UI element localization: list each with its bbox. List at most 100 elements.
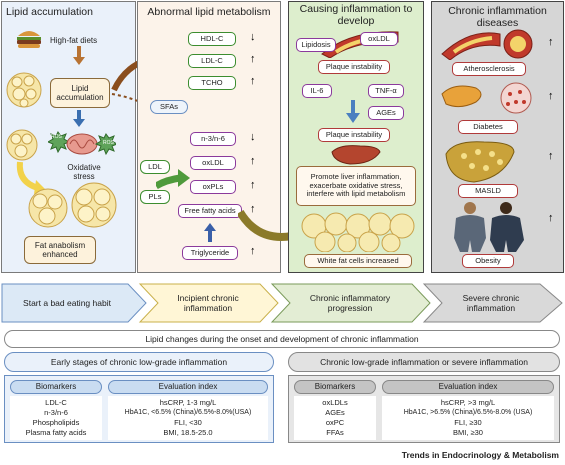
early-biomarkers-header: Biomarkers bbox=[35, 382, 77, 391]
up-arrow-icon: ↑ bbox=[548, 90, 554, 102]
stage-caption: Lipid changes during the onset and devel… bbox=[145, 334, 419, 344]
diabetes-box: Diabetes bbox=[458, 120, 518, 134]
down-arrow-icon bbox=[73, 110, 85, 127]
up-arrow-icon: ↑ bbox=[548, 150, 554, 162]
fat-cells-icon bbox=[28, 188, 68, 228]
sfas-box: SFAs bbox=[150, 100, 188, 114]
ros-label: ROS bbox=[51, 134, 62, 140]
triglyceride-box: Triglyceride bbox=[182, 246, 238, 260]
fat-cells-icon bbox=[6, 129, 38, 161]
ldl-box: LDL bbox=[140, 160, 170, 174]
severe-stage-title: Chronic low-grade inflammation or severe… bbox=[320, 357, 528, 367]
severe-index-item: FLI, ≥30 bbox=[454, 418, 482, 427]
lipidosis-box: Lipidosis bbox=[296, 38, 336, 52]
down-arrow-icon bbox=[73, 46, 85, 65]
stage-caption-box bbox=[4, 330, 560, 348]
stage-bar bbox=[1, 283, 563, 323]
panel-title-lipid-accumulation: Lipid accumulation bbox=[6, 6, 93, 18]
early-index-item: HbA1C, <6.5% (China)/6.5%-8.0%(USA) bbox=[124, 409, 252, 416]
ages-box: AGEs bbox=[368, 106, 404, 120]
up-arrow-icon bbox=[204, 223, 216, 242]
severe-index-item: BMI, ≥30 bbox=[453, 428, 483, 437]
panel-title-causing-inflammation: Causing inflammation to develop bbox=[299, 3, 413, 27]
masld-box: MASLD bbox=[458, 184, 518, 198]
liver-icon bbox=[331, 145, 381, 165]
plaque-instability-box: Plaque instability bbox=[318, 128, 390, 142]
severe-biomarker-item: oxPC bbox=[325, 418, 345, 427]
pls-box: PLs bbox=[140, 190, 170, 204]
early-index-header-box bbox=[108, 380, 268, 394]
panel-title-abnormal-lipid-metabolism: Abnormal lipid metabolism bbox=[147, 6, 271, 18]
severe-index-header: Evaluation index bbox=[438, 382, 498, 391]
severe-index-cell bbox=[382, 396, 554, 440]
atherosclerosis-icon bbox=[441, 29, 533, 60]
ros-label: ROS bbox=[103, 140, 114, 146]
plaque-instability-box: Plaque instability bbox=[318, 60, 390, 74]
tnf-alpha-box: TNF-α bbox=[368, 84, 404, 98]
down-arrow-icon bbox=[346, 100, 360, 123]
diabetes-icon bbox=[441, 82, 532, 114]
severe-biomarker-item: AGEs bbox=[325, 408, 345, 417]
early-index-header: Evaluation index bbox=[158, 382, 218, 391]
oxldl-box: oxLDL bbox=[360, 32, 398, 46]
early-biomarkers-header-box bbox=[10, 380, 102, 394]
down-arrow-icon: ↓ bbox=[250, 131, 256, 143]
il-6-box: IL-6 bbox=[302, 84, 332, 98]
severe-stage-title-box bbox=[288, 352, 560, 372]
mitochondria-icon bbox=[48, 131, 116, 156]
early-stage-title-box bbox=[4, 352, 274, 372]
early-biomarker-item: LDL-C bbox=[45, 398, 67, 407]
early-stage-title: Early stages of chronic low-grade inflam… bbox=[50, 357, 228, 367]
early-biomarker-item: n-3/n-6 bbox=[44, 408, 68, 417]
down-arrow-icon: ↓ bbox=[250, 31, 256, 43]
up-arrow-icon: ↑ bbox=[548, 212, 554, 224]
fat-cells-icon bbox=[6, 72, 42, 108]
up-arrow-icon: ↑ bbox=[548, 36, 554, 48]
early-index-cell bbox=[108, 396, 268, 440]
obesity-people-icon bbox=[454, 202, 524, 252]
early-index-item: FLI, <30 bbox=[174, 418, 202, 427]
oxldl-box: oxLDL bbox=[190, 156, 236, 170]
oxpls-box: oxPLs bbox=[190, 180, 236, 194]
severe-biomarker-item: oxLDLs bbox=[322, 398, 348, 407]
free-fatty-acids-box: Free fatty acids bbox=[178, 204, 242, 218]
early-index-item: BMI, 18.5-25.0 bbox=[163, 428, 213, 437]
stage-chronic-inflammatory-progression: Chronic inflammatory progression bbox=[309, 292, 391, 313]
ldl-c-box: LDL-C bbox=[188, 54, 236, 68]
liver-effects-box: Promote liver inflammation, exacerbate o… bbox=[296, 166, 416, 206]
early-biomarker-item: Phospholipids bbox=[32, 418, 80, 427]
journal-credit: Trends in Endocrinology & Metabolism bbox=[401, 450, 559, 460]
stage-start-bad-eating-habit: Start a bad eating habit bbox=[23, 297, 111, 308]
severe-biomarkers-cell bbox=[294, 396, 376, 440]
tcho-box: TCHO bbox=[188, 76, 236, 90]
panel-title-chronic-inflammation-diseases: Chronic inflammation diseases bbox=[448, 5, 547, 29]
hdl-c-box: HDL-C bbox=[188, 32, 236, 46]
white-fat-cells-box: White fat cells increased bbox=[304, 254, 412, 268]
oxidative-stress-label: Oxidative stress bbox=[67, 163, 101, 181]
severe-index-item: hsCRP, >3 mg/L bbox=[440, 398, 496, 407]
up-arrow-icon: ↑ bbox=[250, 75, 256, 87]
severe-biomarker-item: FFAs bbox=[326, 428, 344, 437]
early-biomarker-item: Plasma fatty acids bbox=[25, 428, 87, 437]
early-biomarkers-cell bbox=[10, 396, 102, 440]
up-arrow-icon: ↑ bbox=[250, 179, 256, 191]
severe-biomarkers-header-box bbox=[294, 380, 376, 394]
high-fat-diets-label: High-fat diets bbox=[50, 36, 98, 45]
up-arrow-icon: ↑ bbox=[250, 245, 256, 257]
n3-n6-box: n-3/n-6 bbox=[190, 132, 236, 146]
up-arrow-icon: ↑ bbox=[250, 53, 256, 65]
fat-anabolism-box: Fat anabolism enhanced bbox=[24, 236, 96, 264]
white-fat-cells-icon bbox=[301, 212, 415, 252]
obesity-box: Obesity bbox=[462, 254, 514, 268]
lipid-accumulation-box: Lipid accumulation bbox=[50, 78, 110, 108]
atherosclerosis-box: Atherosclerosis bbox=[452, 62, 526, 76]
severe-biomarkers-header: Biomarkers bbox=[314, 382, 356, 391]
stage-severe-chronic-inflammation: Severe chronic inflammation bbox=[462, 292, 520, 313]
arrow-icon bbox=[156, 169, 190, 190]
up-arrow-icon: ↑ bbox=[250, 155, 256, 167]
stage-incipient-chronic-inflammation: Incipient chronic inflammation bbox=[177, 292, 239, 313]
up-arrow-icon: ↑ bbox=[250, 203, 256, 215]
burger-icon bbox=[17, 31, 41, 48]
masld-liver-icon bbox=[445, 141, 515, 183]
fat-cells-icon bbox=[71, 182, 117, 228]
